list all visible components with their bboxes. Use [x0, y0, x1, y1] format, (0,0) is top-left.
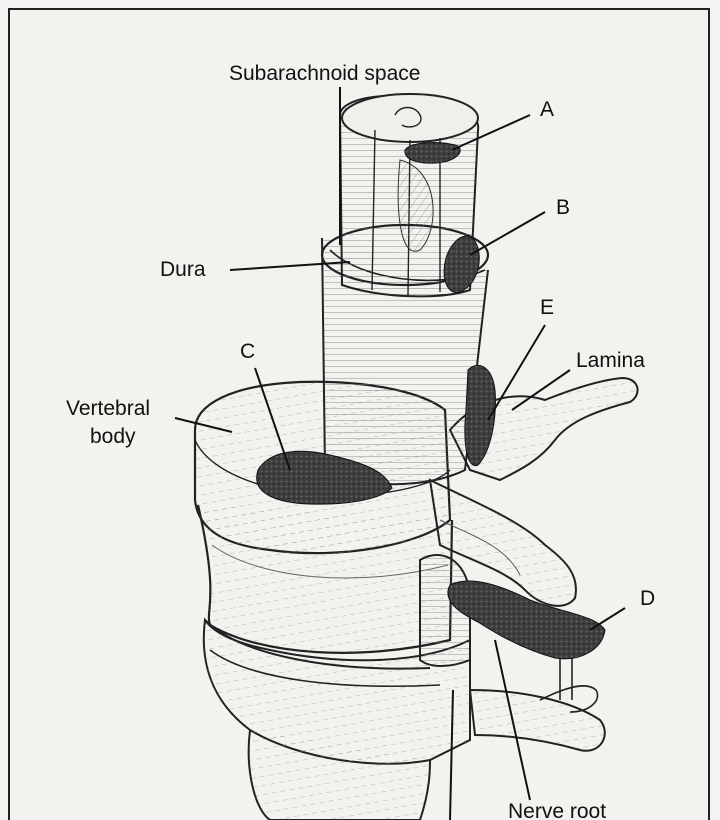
label-c: C [240, 340, 255, 364]
label-nerve-root: Nerve root [508, 800, 606, 820]
lower-spinous-process [470, 648, 605, 751]
label-subarachnoid-space: Subarachnoid space [229, 62, 420, 86]
label-lamina: Lamina [576, 349, 645, 373]
label-vertebral-body-line1: Vertebral [66, 397, 150, 421]
label-dura: Dura [160, 258, 206, 282]
label-b: B [556, 196, 570, 220]
label-vertebral-body-line2: body [90, 425, 136, 449]
label-a: A [540, 98, 554, 122]
leader-b [470, 212, 545, 255]
label-e: E [540, 296, 554, 320]
leader-d [590, 608, 625, 630]
label-d: D [640, 587, 655, 611]
